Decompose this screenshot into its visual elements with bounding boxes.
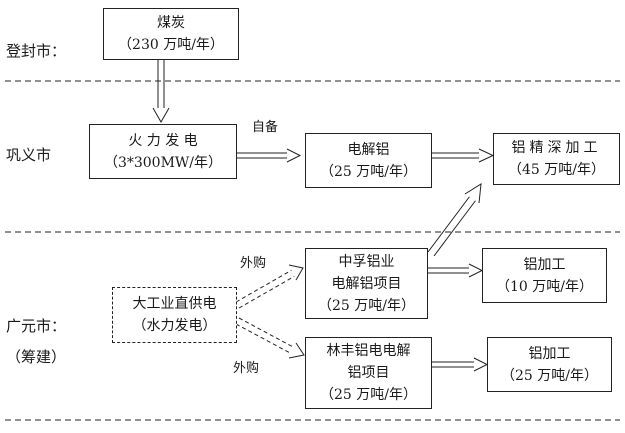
box-zhongfu-project-capacity: （25 万吨/年） <box>318 297 415 314</box>
arrow-zhongfu-to-deep <box>427 183 482 257</box>
region-label-dengfeng: 登封市： <box>6 42 67 60</box>
box-industrial-power-title: 大工业直供电 <box>132 296 217 312</box>
arrow-coal-to-power <box>152 60 170 124</box>
box-thermal-power: 火 力 发 电 （3*300MW/年） <box>89 124 237 179</box>
box-industrial-power: 大工业直供电 （水力发电） <box>112 287 237 343</box>
box-zhongfu-project: 中孚铝业 电解铝项目 （25 万吨/年） <box>305 248 428 319</box>
box-industrial-power-source: （水力发电） <box>132 318 217 334</box>
arrow-power-to-zhongfu <box>235 264 304 309</box>
box-coal-capacity: （230 万吨/年） <box>118 37 224 53</box>
arrow-zhongfu-to-process <box>428 263 484 278</box>
box-aluminum-deep-processing-capacity: （45 万吨/年） <box>508 162 605 178</box>
box-aluminum-deep-processing: 铝精深加工 （45 万吨/年） <box>493 133 620 185</box>
box-aluminum-processing-2: 铝加工 （25 万吨/年） <box>487 337 612 392</box>
arrow-electrolytic-to-deep <box>432 148 495 163</box>
box-electrolytic-aluminum-title: 电解铝 <box>347 141 390 158</box>
box-aluminum-processing-2-capacity: （25 万吨/年） <box>501 367 598 384</box>
box-electrolytic-aluminum-capacity: （25 万吨/年） <box>320 163 417 180</box>
edge-label-purchase-1: 外购 <box>240 256 267 271</box>
box-zhongfu-project-line1: 中孚铝业 <box>338 253 395 270</box>
region-label-guangyuan-note: （筹建） <box>6 348 67 366</box>
box-linfeng-project-line2: 铝项目 <box>347 365 390 381</box>
box-zhongfu-project-line2: 电解铝项目 <box>331 275 402 292</box>
box-linfeng-project: 林丰铝电电解 铝项目 （25 万吨/年） <box>305 337 432 409</box>
edge-label-self-supply: 自备 <box>252 120 279 135</box>
box-thermal-power-capacity: （3*300MW/年） <box>103 154 223 171</box>
box-aluminum-processing-1: 铝加工 （10 万吨/年） <box>482 248 607 303</box>
arrow-linfeng-to-process <box>432 357 489 372</box>
region-label-gongyi: 巩义市 <box>6 146 52 164</box>
box-coal: 煤炭 （230 万吨/年） <box>103 8 239 60</box>
box-coal-title: 煤炭 <box>157 15 185 31</box>
arrow-power-to-electrolytic <box>237 148 302 163</box>
box-aluminum-processing-2-title: 铝加工 <box>528 345 571 362</box>
box-linfeng-project-capacity: （25 万吨/年） <box>320 387 417 403</box>
box-aluminum-processing-1-capacity: （10 万吨/年） <box>496 278 593 295</box>
arrow-power-to-linfeng <box>235 317 305 359</box>
box-thermal-power-title: 火 力 发 电 <box>128 132 198 149</box>
edge-label-purchase-2: 外购 <box>233 361 260 376</box>
box-aluminum-deep-processing-title: 铝精深加工 <box>511 140 602 156</box>
box-electrolytic-aluminum: 电解铝 （25 万吨/年） <box>305 133 432 188</box>
box-linfeng-project-line1: 林丰铝电电解 <box>326 343 411 359</box>
region-label-guangyuan: 广元市： <box>6 317 67 335</box>
box-aluminum-processing-1-title: 铝加工 <box>523 256 566 273</box>
